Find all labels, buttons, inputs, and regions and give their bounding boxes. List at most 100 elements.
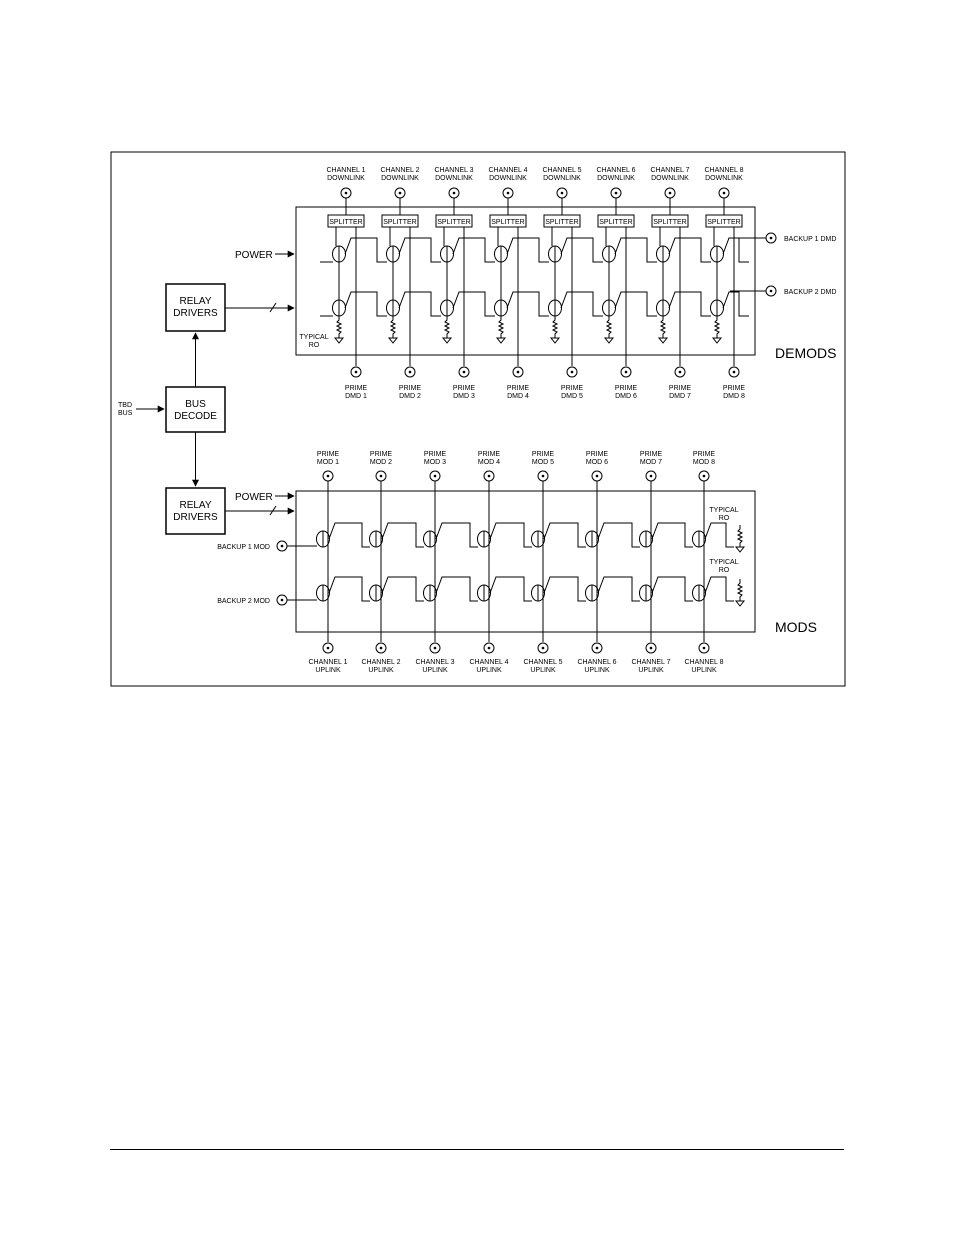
demods-load-resistor-7 (657, 316, 669, 344)
prime-dmd-4-connector[interactable] (512, 366, 524, 378)
splitter-4 (489, 214, 527, 228)
backup-1-dmd-connector[interactable] (765, 232, 777, 244)
prime-mod-2-connector-pin (379, 474, 383, 478)
demods-channel-5-downlink: DOWNLINK (543, 175, 581, 182)
channel-4-uplink-connector[interactable] (483, 642, 495, 654)
mods-channel-3-label: CHANNEL 3 (415, 659, 454, 666)
prime-dmd-2-connector[interactable] (404, 366, 416, 378)
demods-relay-bottom-3 (440, 299, 454, 317)
splitter-8 (705, 214, 743, 228)
demods-load-resistor-2 (387, 316, 399, 344)
relay-drivers-bottom-line2: DRIVERS (173, 512, 218, 523)
mods-channel-6-label: CHANNEL 6 (577, 659, 616, 666)
demods-relay-bottom-8 (710, 299, 724, 317)
prime-mod-4-label: PRIME (478, 451, 501, 458)
prime-dmd-5-connector[interactable] (566, 366, 578, 378)
bus-slash-bottom (269, 505, 277, 516)
backup-2-dmd-connector[interactable] (765, 285, 777, 297)
prime-mod-3-label: PRIME (424, 451, 447, 458)
prime-dmd-7-connector[interactable] (674, 366, 686, 378)
demods-panel (295, 206, 756, 356)
prime-dmd-6-label: PRIME (615, 385, 638, 392)
prime-mod-8-number: MOD 8 (693, 459, 715, 466)
demods-load-resistor-4 (495, 316, 507, 344)
channel-5-uplink-connector[interactable] (537, 642, 549, 654)
channel-7-downlink-connector-pin (668, 191, 672, 195)
channel-2-downlink-connector-pin (398, 191, 402, 195)
channel-1-uplink-connector-pin (326, 646, 330, 650)
prime-dmd-3-label: PRIME (453, 385, 476, 392)
demods-relay-bottom-2 (386, 299, 400, 317)
demods-relay-top-4 (494, 245, 508, 263)
demods-channel-2-label: CHANNEL 2 (380, 167, 419, 174)
splitter-5-label: SPLITTER (545, 219, 578, 226)
backup-1-dmd-label: BACKUP 1 DMD (784, 236, 836, 243)
prime-dmd-2-label: PRIME (399, 385, 422, 392)
demods-channel-7-downlink: DOWNLINK (651, 175, 689, 182)
prime-dmd-1-connector[interactable] (350, 366, 362, 378)
prime-dmd-6-connector[interactable] (620, 366, 632, 378)
demods-channel-7-label: CHANNEL 7 (650, 167, 689, 174)
demods-channel-5-label: CHANNEL 5 (542, 167, 581, 174)
demods-relay-top-1 (332, 245, 346, 263)
mods-panel (295, 490, 756, 633)
demods-relay-top-8 (710, 245, 724, 263)
backup-2-mod-label: BACKUP 2 MOD (217, 598, 270, 605)
demods-relay-top-2 (386, 245, 400, 263)
prime-dmd-4-connector-pin (516, 370, 520, 374)
mods-power-label: POWER (235, 492, 273, 503)
demods-channel-3-downlink: DOWNLINK (435, 175, 473, 182)
channel-3-uplink-connector-pin (433, 646, 437, 650)
bus-slash-top (269, 302, 277, 313)
channel-1-downlink-connector-pin (344, 191, 348, 195)
splitter-6-label: SPLITTER (599, 219, 632, 226)
prime-dmd-6-number: DMD 6 (615, 393, 637, 400)
splitter-7-label: SPLITTER (653, 219, 686, 226)
channel-2-uplink-connector[interactable] (375, 642, 387, 654)
demods-typical-ro: RO (309, 342, 320, 349)
channel-8-uplink-connector[interactable] (698, 642, 710, 654)
channel-4-downlink-connector-pin (506, 191, 510, 195)
prime-mod-5-number: MOD 5 (532, 459, 554, 466)
prime-dmd-4-label: PRIME (507, 385, 530, 392)
demods-load-resistor-1 (333, 316, 345, 344)
demods-power-label: POWER (235, 250, 273, 261)
demods-typical-label: TYPICAL (299, 334, 328, 341)
channel-7-uplink-connector[interactable] (645, 642, 657, 654)
mods-channel-6-uplink: UPLINK (584, 667, 610, 674)
prime-mod-6-connector-pin (595, 474, 599, 478)
demods-channel-3-label: CHANNEL 3 (434, 167, 473, 174)
prime-dmd-5-number: DMD 5 (561, 393, 583, 400)
relay-drivers-top-line1: RELAY (179, 296, 211, 307)
mods-typical-ro-top: RO (719, 515, 730, 522)
backup-1-mod-label: BACKUP 1 MOD (217, 544, 270, 551)
demods-channel-1-downlink: DOWNLINK (327, 175, 365, 182)
prime-mod-1-connector-pin (326, 474, 330, 478)
demods-channel-4-downlink: DOWNLINK (489, 175, 527, 182)
prime-dmd-8-label: PRIME (723, 385, 746, 392)
mods-load-resistor-bottom (734, 579, 746, 607)
demods-relay-bottom-5 (548, 299, 562, 317)
splitter-3 (435, 214, 473, 228)
channel-6-uplink-connector[interactable] (591, 642, 603, 654)
prime-mod-4-number: MOD 4 (478, 459, 500, 466)
prime-dmd-2-number: DMD 2 (399, 393, 421, 400)
channel-1-uplink-connector[interactable] (322, 642, 334, 654)
figure-frame (110, 151, 846, 687)
demods-relay-bottom-4 (494, 299, 508, 317)
prime-dmd-3-connector[interactable] (458, 366, 470, 378)
channel-3-downlink-connector-pin (452, 191, 456, 195)
prime-mod-2-label: PRIME (370, 451, 393, 458)
prime-dmd-8-connector[interactable] (728, 366, 740, 378)
demods-channel-2-downlink: DOWNLINK (381, 175, 419, 182)
prime-dmd-8-number: DMD 8 (723, 393, 745, 400)
bus-decode-line2: DECODE (174, 411, 217, 422)
prime-dmd-7-label: PRIME (669, 385, 692, 392)
prime-mod-1-label: PRIME (317, 451, 340, 458)
demods-relay-bottom-1 (332, 299, 346, 317)
channel-7-uplink-connector-pin (649, 646, 653, 650)
demods-load-resistor-5 (549, 316, 561, 344)
channel-8-downlink-connector-pin (722, 191, 726, 195)
channel-3-uplink-connector[interactable] (429, 642, 441, 654)
